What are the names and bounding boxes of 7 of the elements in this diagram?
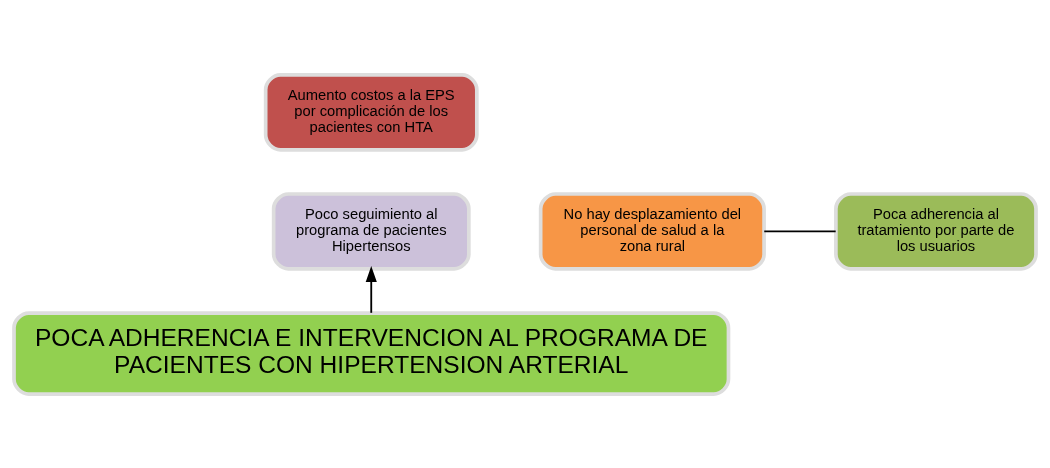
node-box: Poca adherencia al tratamiento por parte de los usuarios (834, 191, 1038, 271)
node-box: POCA ADHERENCIA E INTERVENCION AL PROGRAMA DE PACIENTES CON HIPERTENSION ARTERIAL (12, 310, 731, 396)
connector (763, 230, 837, 232)
node-box: No hay desplazamiento del personal de salud a la zona rural (538, 191, 766, 271)
node-box: Aumento costos a la EPS por complicación de los pacientes con HTA (263, 72, 479, 152)
arrow (365, 265, 377, 314)
node-box: Poco seguimiento al programa de pacientes Hipertensos (271, 191, 471, 271)
